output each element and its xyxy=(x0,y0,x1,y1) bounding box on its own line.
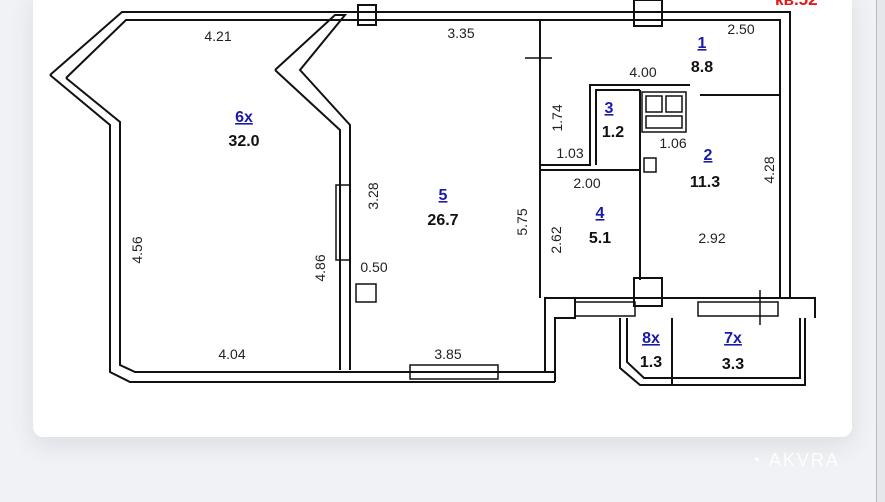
dimension: 3.35 xyxy=(447,25,474,41)
dimension: 1.03 xyxy=(556,145,583,161)
room-number[interactable]: 7х xyxy=(724,330,742,347)
room-area: 1.3 xyxy=(640,354,662,371)
dimension: 0.50 xyxy=(360,259,387,275)
dimension: 2.50 xyxy=(727,21,754,37)
room-area: 32.0 xyxy=(228,133,259,150)
dimension: 2.92 xyxy=(698,230,725,246)
dimension: 3.28 xyxy=(365,182,381,209)
room-labels: 6х 32.0 5 26.7 1 8.8 3 1.2 2 11.3 4 5.1 … xyxy=(228,35,744,373)
walls xyxy=(49,0,816,386)
dimension: 1.06 xyxy=(659,135,686,151)
room-area: 1.2 xyxy=(602,124,624,141)
dimension-labels: 4.21 3.35 2.50 4.00 1.74 1.03 1.06 2.00 … xyxy=(129,21,777,362)
dimension: 2.62 xyxy=(548,226,564,253)
room-area: 8.8 xyxy=(691,59,713,76)
room-number[interactable]: 3 xyxy=(605,100,614,117)
room-number[interactable]: 5 xyxy=(439,187,448,204)
dimension: 5.75 xyxy=(514,208,530,235)
dimension: 2.00 xyxy=(573,175,600,191)
room-area: 26.7 xyxy=(427,212,458,229)
room-number[interactable]: 6х xyxy=(235,109,253,126)
room-area: 5.1 xyxy=(589,230,611,247)
room-number[interactable]: 8х xyxy=(642,330,660,347)
room-area: 11.3 xyxy=(690,174,720,191)
room-number[interactable]: 2 xyxy=(704,147,713,164)
dimension: 4.04 xyxy=(218,346,245,362)
watermark-logo: ◔ AKVRA xyxy=(750,450,840,470)
room-area: 3.3 xyxy=(722,356,744,373)
room-number[interactable]: 1 xyxy=(698,35,707,52)
room-number[interactable]: 4 xyxy=(596,205,605,222)
scrollbar[interactable] xyxy=(876,0,885,502)
dimension: 4.21 xyxy=(204,28,231,44)
apartment-label: кв.52 xyxy=(775,0,818,9)
dimension: 4.00 xyxy=(629,64,656,80)
dimension: 1.74 xyxy=(549,104,565,131)
dimension: 4.56 xyxy=(129,236,145,263)
dimension: 4.86 xyxy=(312,254,328,281)
dimension: 4.28 xyxy=(761,156,777,183)
dimension: 3.85 xyxy=(434,346,461,362)
floor-plan-card xyxy=(33,0,852,437)
